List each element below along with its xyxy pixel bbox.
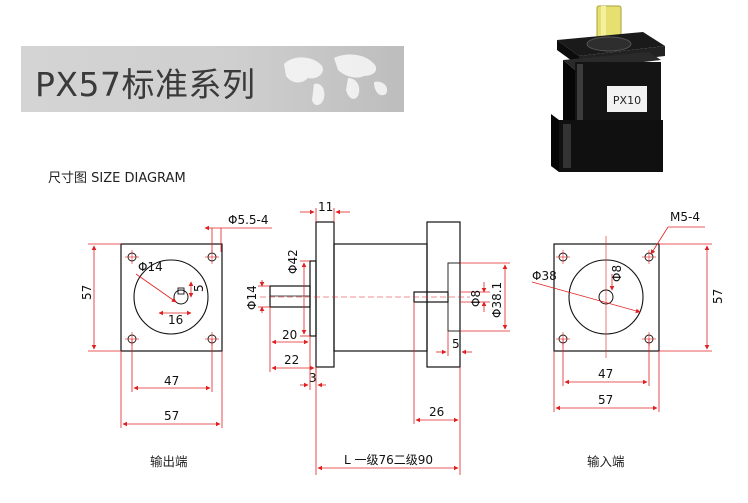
pilot-diameter: Φ42 [286,249,300,274]
input-hole-spec: M5-4 [670,210,700,224]
diagram-subtitle: 尺寸图 SIZE DIAGRAM [48,171,186,186]
input-length: 26 [429,405,444,419]
output-circle-dia: Φ14 [138,260,163,274]
output-hole-spec: Φ5.5-4 [228,213,269,227]
output-key-offset: 16 [168,313,183,327]
input-bolt-spacing: 47 [598,367,613,381]
output-width: 57 [164,409,179,423]
flange-thickness: 11 [318,200,333,214]
side-view: 11 Φ42 Φ14 20 22 3 26 L 一级76二级90 Φ8 Φ38.… [245,200,510,475]
input-bore: Φ8 [610,265,624,282]
input-pilot-dia: Φ38.1 [490,282,504,318]
input-width: 57 [598,393,613,407]
output-height: 57 [80,285,94,300]
pilot-length: 3 [309,371,317,385]
input-end-caption: 输入端 [587,454,625,469]
input-pcd: Φ38 [532,269,557,283]
output-end-view: Φ5.5-4 Φ14 57 5 16 47 57 输出端 [80,213,272,469]
world-map-graphic [284,54,388,106]
output-key-height: 5 [192,284,206,292]
page-title: PX57标准系列 [35,65,256,104]
input-shaft-dia: Φ8 [469,290,483,307]
title-banner: PX57标准系列 [21,46,404,112]
gearbox-product-image: PX10 [551,5,665,172]
output-end-caption: 输出端 [150,454,188,469]
shaft-total: 22 [284,353,299,367]
input-step: 5 [452,337,460,351]
shaft-diameter: Φ14 [245,285,259,310]
input-end-view: M5-4 Φ38 Φ8 57 47 57 输入端 [531,210,725,469]
overall-length: L 一级76二级90 [344,453,433,467]
product-label: PX10 [613,94,641,107]
input-height: 57 [711,289,725,304]
shaft-length: 20 [282,328,297,342]
output-bolt-spacing: 47 [164,374,179,388]
